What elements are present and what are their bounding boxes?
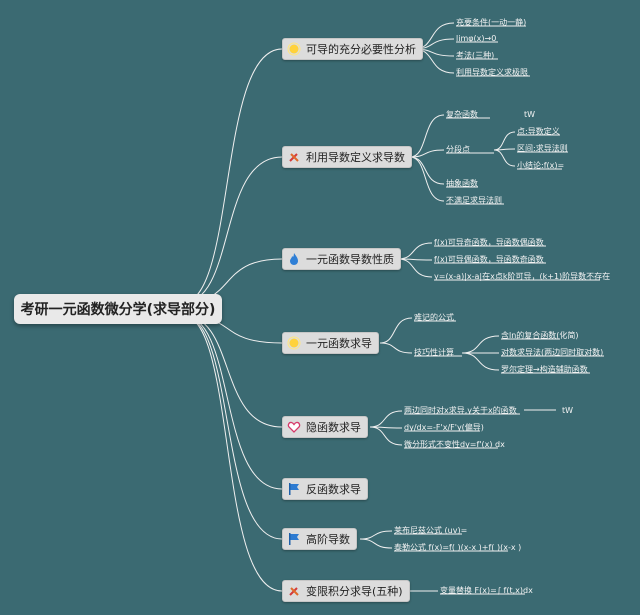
leaf-connector (493, 149, 516, 167)
heart-icon (287, 420, 301, 434)
leaf-item[interactable]: 对数求导法(两边同时取对数) (501, 348, 604, 357)
leaf-connector (461, 335, 500, 354)
leaf-note: tW (524, 110, 536, 119)
sun-icon (287, 336, 301, 350)
leaf-connector (359, 538, 393, 549)
leaf-item[interactable]: f(x)可导奇函数，导函数偶函数 (434, 238, 544, 247)
leaf-item[interactable]: 复杂函数 (446, 110, 478, 119)
root-connector (181, 314, 283, 592)
branch-label: 变限积分求导(五种) (306, 585, 403, 598)
leaf-connector (397, 258, 433, 278)
leaf-connector (409, 156, 445, 202)
leaf-item[interactable]: 小结论:f(x)= (517, 161, 565, 170)
leaf-item[interactable]: limφ(x)→0 (456, 34, 497, 43)
leaf-item[interactable]: 抽象函数 (446, 179, 478, 188)
flame-icon (287, 252, 301, 266)
leaf-connector (379, 342, 413, 354)
leaf-connector (493, 131, 516, 151)
branch-single-variable-derivative[interactable]: 一元函数求导 (282, 332, 379, 354)
leaf-item[interactable]: 罗尔定理→构造辅助函数 (501, 365, 588, 374)
leaf-item[interactable]: y=(x-a)|x-a|在x点k阶可导，(k+1)阶导数不存在 (434, 272, 611, 281)
leaf-item[interactable]: 点:导数定义 (517, 127, 560, 136)
leaf-item[interactable]: f(x)可导偶函数，导函数奇函数 (434, 255, 544, 264)
leaf-item[interactable]: 分段点 (446, 145, 470, 154)
branch-inverse-function[interactable]: 反函数求导 (282, 478, 368, 500)
branch-label: 反函数求导 (306, 483, 361, 496)
leaf-item[interactable]: 难记的公式 (414, 313, 454, 322)
branch-implicit-function[interactable]: 隐函数求导 (282, 416, 368, 438)
tools-icon (287, 150, 301, 164)
branch-higher-order-derivative[interactable]: 高阶导数 (282, 528, 357, 550)
branch-label: 高阶导数 (306, 533, 350, 546)
leaf-item[interactable]: 莱布尼兹公式 (uv)= (394, 526, 468, 535)
leaf-item[interactable]: dy/dx=-F'x/F'y(偏导) (404, 423, 484, 432)
leaf-connector (409, 156, 445, 185)
branch-label: 一元函数求导 (306, 337, 372, 350)
branch-derivative-definition[interactable]: 利用导数定义求导数 (282, 146, 412, 168)
leaf-item[interactable]: 充要条件(一动一静) (456, 18, 527, 27)
leaf-connector (409, 149, 445, 158)
leaf-connector (409, 114, 445, 158)
leaf-item[interactable]: 考法(三种) (456, 51, 495, 60)
leaf-note: tW (562, 406, 574, 415)
leaf-connector (369, 426, 403, 446)
flag-icon (287, 532, 301, 546)
leaf-connector (359, 530, 393, 540)
leaf-item[interactable]: 变量替换 F(x)=∫ f(t,x)dx (440, 586, 533, 595)
leaf-item[interactable]: 泰勒公式 f(x)=f( )(x-x )+f( )(x-x ) (394, 543, 522, 552)
branch-label: 利用导数定义求导数 (306, 151, 405, 164)
root-connector (181, 314, 283, 540)
leaf-connector (369, 410, 403, 428)
branch-label: 可导的充分必要性分析 (306, 43, 416, 56)
leaf-item[interactable]: 含ln的复合函数(化简) (501, 331, 579, 340)
leaf-connector (461, 352, 500, 371)
root-topic-label: 考研一元函数微分学(求导部分) (20, 302, 216, 318)
leaf-item[interactable]: 区间:求导法则 (517, 144, 568, 153)
root-connector (181, 156, 283, 304)
branch-derivative-properties[interactable]: 一元函数导数性质 (282, 248, 401, 270)
tools-icon (287, 584, 301, 598)
root-connector (181, 48, 283, 304)
leaf-item[interactable]: 不满足求导法则 (446, 196, 502, 205)
leaf-connector (397, 242, 433, 260)
leaf-item[interactable]: 微分形式不变性dy=f'(x) dx (404, 440, 505, 449)
leaf-connector (379, 317, 413, 344)
sun-icon (287, 42, 301, 56)
flag-icon (287, 482, 301, 496)
branch-label: 隐函数求导 (306, 421, 361, 434)
leaf-item[interactable]: 利用导数定义求极限 (456, 68, 528, 77)
branch-label: 一元函数导数性质 (306, 253, 394, 266)
branch-differentiability[interactable]: 可导的充分必要性分析 (282, 38, 423, 60)
root-topic[interactable]: 考研一元函数微分学(求导部分) (14, 294, 222, 324)
leaf-item[interactable]: 技巧性计算 (414, 348, 454, 357)
branch-variable-limit-integral[interactable]: 变限积分求导(五种) (282, 580, 410, 602)
root-connector (181, 314, 283, 490)
leaf-item[interactable]: 两边同时对x求导,y关于x的函数 (404, 406, 517, 415)
